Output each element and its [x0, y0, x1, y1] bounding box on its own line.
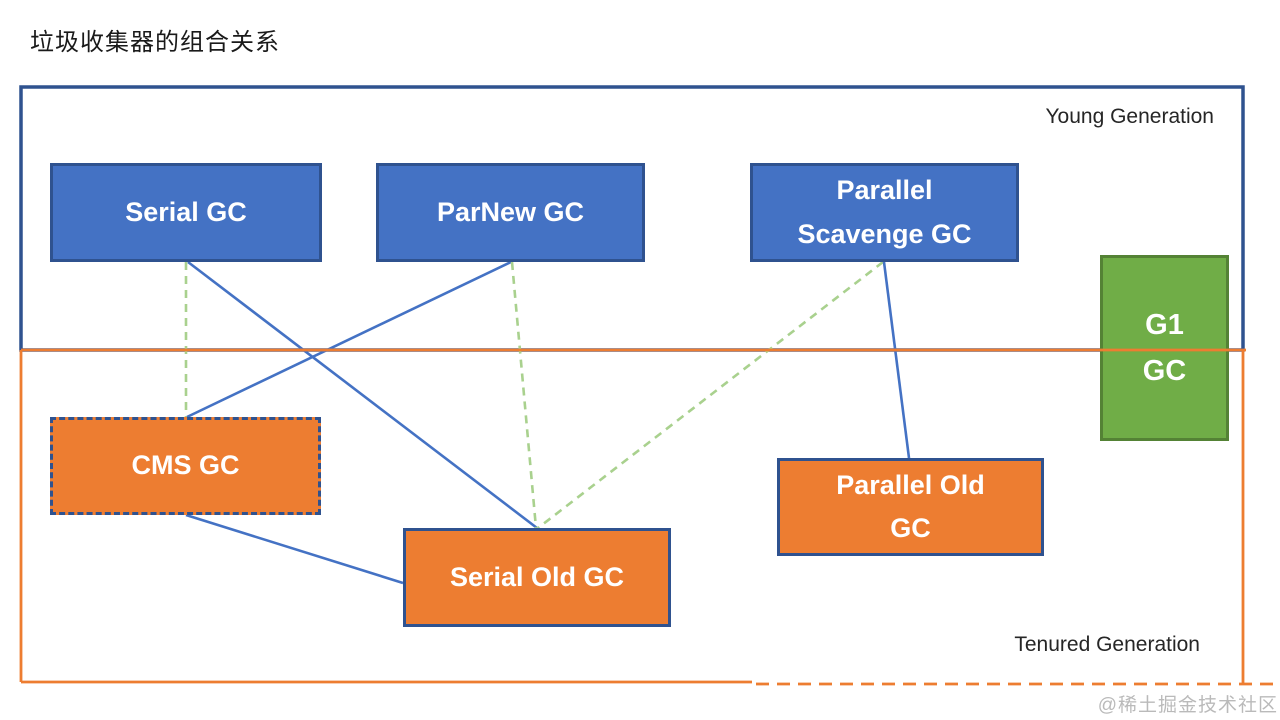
- edge-parnew-to-serial-old: [510, 261, 538, 529]
- node-label-line: Parallel Old: [836, 469, 985, 500]
- node-label-line: Scavenge GC: [797, 218, 972, 249]
- page-title: 垃圾收集器的组合关系: [30, 29, 280, 56]
- node-parnew-gc: ParNew GC: [376, 163, 645, 262]
- node-label-line: Serial Old GC: [449, 561, 625, 592]
- node-serial-old-gc: Serial Old GC: [403, 528, 671, 627]
- node-label-line: CMS GC: [131, 450, 240, 481]
- edge-serial-to-serial-old: [187, 260, 538, 530]
- tenured-generation-label: Tenured Generation: [1014, 633, 1200, 656]
- node-label-line: GC: [890, 513, 931, 543]
- node-cms-gc: CMS GC: [50, 417, 321, 515]
- watermark: @稀土掘金技术社区: [1097, 695, 1278, 716]
- edge-parnew-to-cms: [186, 260, 512, 419]
- node-label-line: ParNew GC: [436, 196, 585, 227]
- edge-parallel-scavenge-to-serial-old: [537, 260, 884, 530]
- edge-parallel-scavenge-to-parallel-old: [882, 261, 911, 459]
- node-label-line: Serial GC: [125, 196, 247, 227]
- node-label-line: G1: [1145, 308, 1184, 341]
- node-label-line: Parallel: [836, 175, 933, 206]
- edge-cms-to-serial-old: [185, 513, 404, 585]
- node-label-line: GC: [1142, 355, 1187, 387]
- node-serial-gc: Serial GC: [50, 163, 322, 262]
- young-generation-label: Young Generation: [1045, 105, 1214, 128]
